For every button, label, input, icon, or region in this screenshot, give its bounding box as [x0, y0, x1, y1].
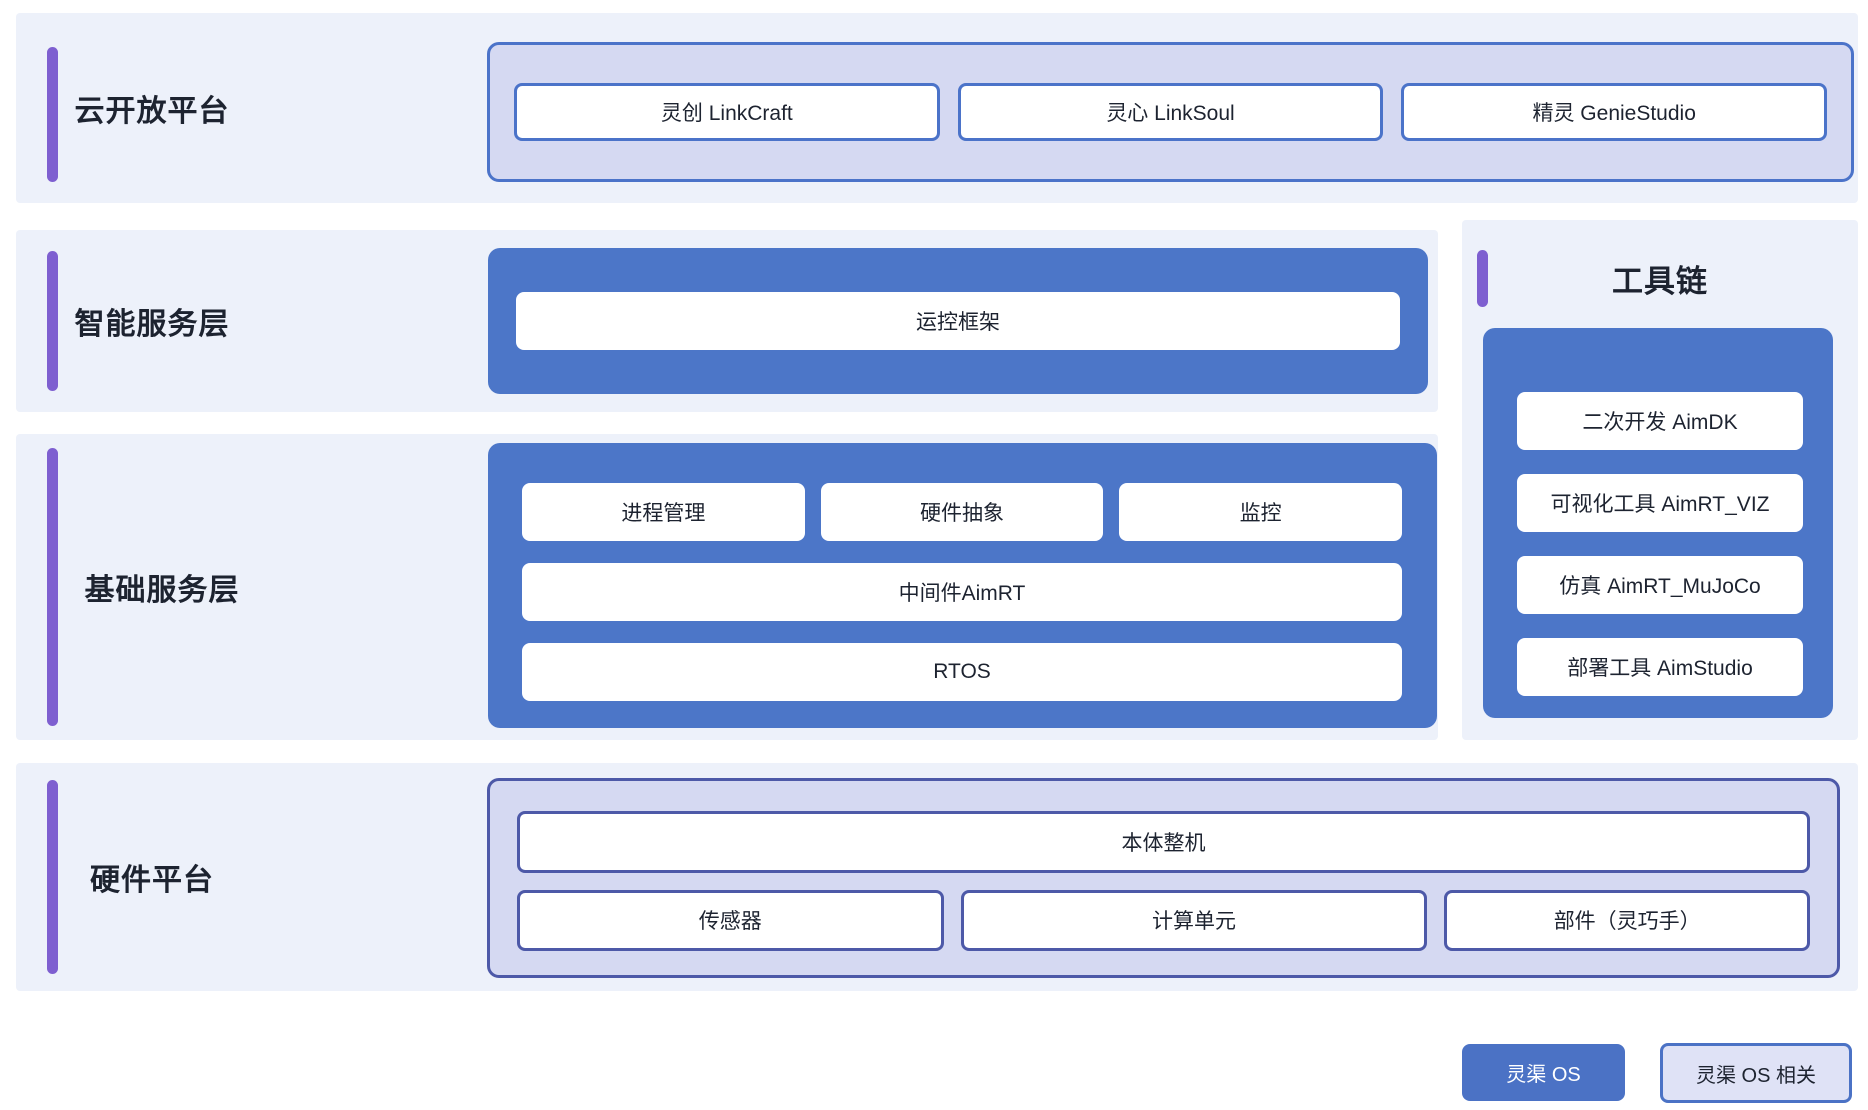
process-management-box: 进程管理 [522, 483, 805, 541]
intelligent-service-layer-panel: 智能服务层 运控框架 [16, 230, 1438, 412]
accent-bar-icon [47, 448, 58, 726]
accent-bar-icon [47, 780, 58, 974]
hardware-row: 传感器 计算单元 部件（灵巧手） [517, 889, 1810, 951]
intelligent-service-layer-title: 智能服务层 [74, 308, 230, 341]
accent-bar-icon [47, 47, 58, 182]
compute-unit-box: 计算单元 [960, 889, 1428, 951]
toolchain-container: 二次开发 AimDK 可视化工具 AimRT_VIZ 仿真 AimRT_MuJo… [1483, 328, 1833, 718]
intelligent-service-container: 运控框架 [488, 248, 1428, 394]
base-service-layer-panel: 基础服务层 进程管理 硬件抽象 监控 中间件AimRT RTOS [16, 434, 1438, 740]
toolchain-title: 工具链 [1612, 263, 1708, 299]
base-service-layer-title: 基础服务层 [84, 574, 240, 607]
hardware-container: 本体整机 传感器 计算单元 部件（灵巧手） [487, 778, 1840, 978]
accent-bar-icon [47, 251, 58, 391]
toolchain-item-aimstudio: 部署工具 AimStudio [1517, 638, 1803, 696]
cloud-platform-layer-panel: 云开放平台 灵创 LinkCraft 灵心 LinkSoul 精灵 GenieS… [16, 13, 1858, 203]
toolchain-item-aimrt-viz: 可视化工具 AimRT_VIZ [1517, 474, 1803, 532]
hardware-platform-panel: 硬件平台 本体整机 传感器 计算单元 部件（灵巧手） [16, 763, 1858, 991]
cloud-item-linkcraft: 灵创 LinkCraft [514, 83, 940, 141]
accent-bar-icon [1477, 250, 1488, 307]
toolchain-panel: 工具链 二次开发 AimDK 可视化工具 AimRT_VIZ 仿真 AimRT_… [1462, 220, 1858, 740]
cloud-platform-layer-title: 云开放平台 [74, 95, 230, 128]
legend-lingqu-os: 灵渠 OS [1462, 1044, 1625, 1101]
legend-lingqu-os-related: 灵渠 OS 相关 [1660, 1043, 1852, 1103]
middleware-aimrt-box: 中间件AimRT [522, 563, 1402, 621]
motion-control-framework-box: 运控框架 [516, 292, 1400, 350]
cloud-item-geniestudio: 精灵 GenieStudio [1401, 83, 1828, 141]
rtos-box: RTOS [522, 643, 1402, 701]
monitoring-box: 监控 [1119, 483, 1403, 541]
sensor-box: 传感器 [517, 889, 944, 951]
base-service-container: 进程管理 硬件抽象 监控 中间件AimRT RTOS [488, 443, 1437, 728]
cloud-item-linksoul: 灵心 LinkSoul [957, 83, 1384, 141]
cloud-platform-container: 灵创 LinkCraft 灵心 LinkSoul 精灵 GenieStudio [487, 42, 1854, 182]
hardware-abstraction-box: 硬件抽象 [820, 483, 1104, 541]
components-dexterous-hand-box: 部件（灵巧手） [1444, 889, 1810, 951]
toolchain-item-aimrt-mujoco: 仿真 AimRT_MuJoCo [1517, 556, 1803, 614]
base-service-row: 进程管理 硬件抽象 监控 [522, 483, 1403, 541]
hardware-platform-title: 硬件平台 [90, 864, 214, 897]
toolchain-item-aimdk: 二次开发 AimDK [1517, 392, 1803, 450]
robot-body-box: 本体整机 [517, 811, 1810, 873]
